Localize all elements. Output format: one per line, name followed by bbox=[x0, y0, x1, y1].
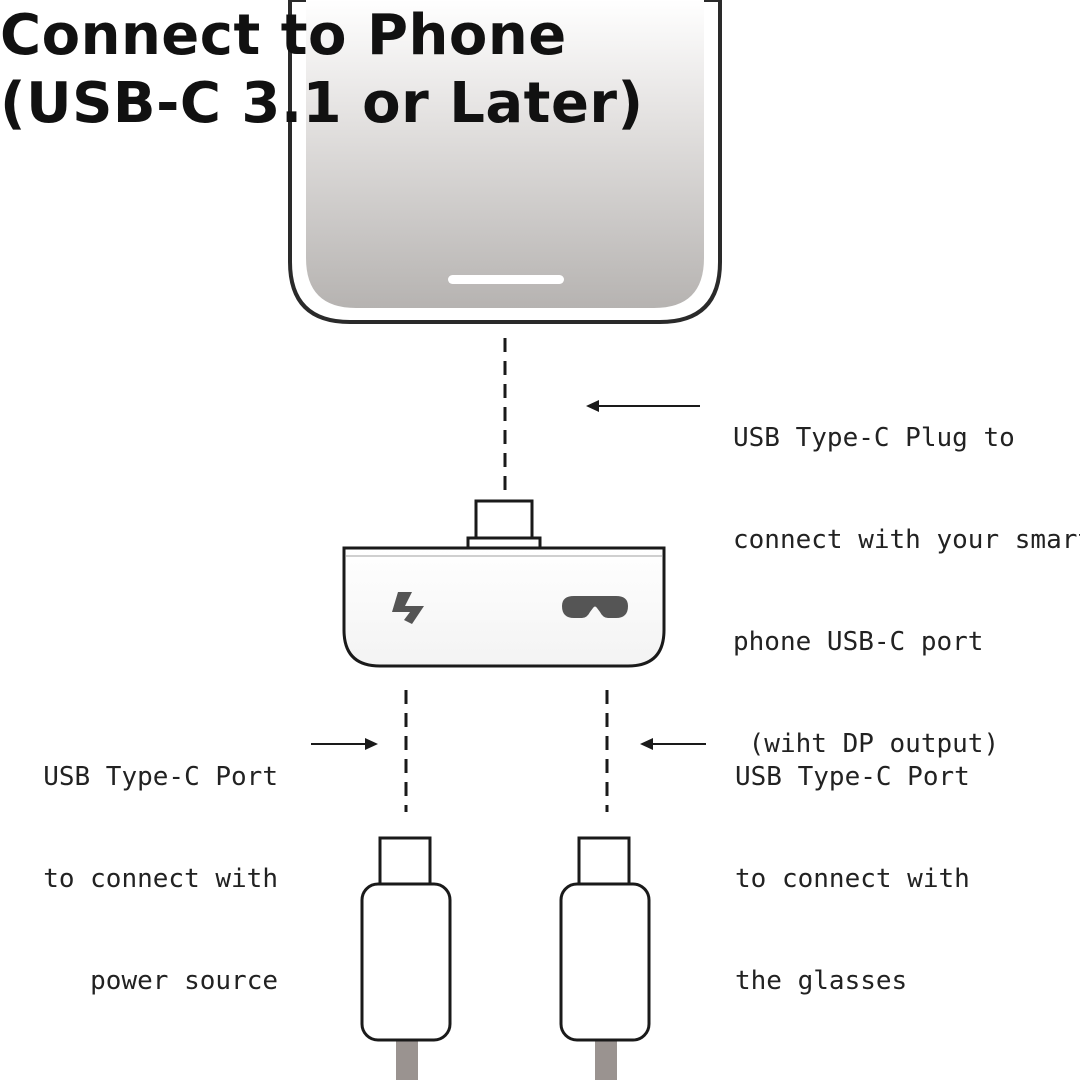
callout-plug-line: USB Type-C Plug to bbox=[733, 423, 1015, 453]
phone-home-indicator bbox=[448, 275, 564, 284]
callout-glasses-line: the glasses bbox=[735, 966, 908, 996]
adapter-body bbox=[342, 546, 666, 668]
callout-glasses-line: USB Type-C Port bbox=[735, 762, 970, 792]
power-cable-plug-tip bbox=[378, 836, 432, 890]
vr-glasses-icon bbox=[562, 596, 628, 618]
glasses-cable-plug-tip bbox=[577, 836, 631, 890]
callout-power-line: USB Type-C Port bbox=[43, 762, 278, 792]
glasses-cable-wire bbox=[595, 1036, 617, 1080]
callout-glasses-port: USB Type-C Port to connect with the glas… bbox=[735, 692, 970, 1032]
power-cable bbox=[360, 836, 452, 1080]
glasses-cable-plug-body bbox=[559, 882, 651, 1042]
glasses-cable bbox=[559, 836, 651, 1080]
power-cable-plug-body bbox=[360, 882, 452, 1042]
callout-plug-line: connect with your smart bbox=[733, 525, 1080, 555]
phone-screen bbox=[306, 0, 704, 308]
callout-power-line: power source bbox=[90, 966, 278, 996]
callout-glasses-line: to connect with bbox=[735, 864, 970, 894]
phone-illustration bbox=[288, 0, 722, 324]
callout-power-line: to connect with bbox=[43, 864, 278, 894]
usb-c-adapter bbox=[342, 499, 666, 668]
title-line-1: Connect to Phone bbox=[0, 3, 567, 68]
callout-plug-line: phone USB-C port bbox=[733, 627, 984, 657]
power-cable-wire bbox=[396, 1036, 418, 1080]
callout-usb-c-plug: USB Type-C Plug to connect with your sma… bbox=[733, 353, 1080, 795]
title-line-2: (USB-C 3.1 or Later) bbox=[0, 71, 644, 136]
callout-plug-line: (wiht DP output) bbox=[733, 729, 1000, 759]
lightning-bolt-icon bbox=[392, 592, 424, 624]
callout-power-port: USB Type-C Port to connect with power so… bbox=[36, 692, 278, 1032]
